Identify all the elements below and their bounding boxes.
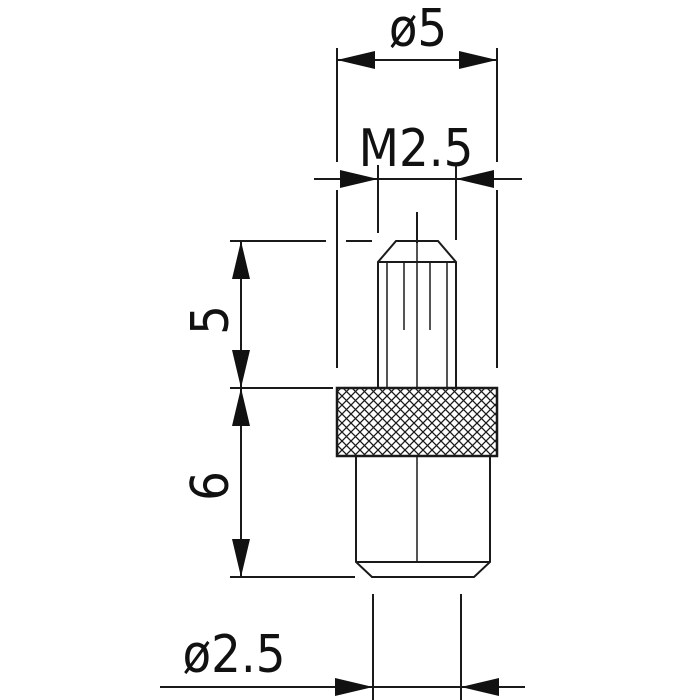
dim-outer-diameter: ø5 <box>336 0 498 162</box>
dim-shank-diameter: ø2.5 <box>160 594 525 700</box>
construction-lines <box>336 190 498 368</box>
arrow-6-bottom <box>232 539 250 577</box>
arrow-right <box>456 170 494 188</box>
arrow-left <box>335 678 373 696</box>
body-length-label: 6 <box>181 471 241 501</box>
knurled-collar <box>335 386 499 458</box>
part <box>335 240 499 578</box>
dim-vertical: 5 6 <box>181 240 372 578</box>
dim-thread: M2.5 <box>314 119 522 240</box>
arrow-6-top <box>232 388 250 426</box>
shank-diameter-label: ø2.5 <box>183 625 286 685</box>
arrow-left <box>337 51 375 69</box>
arrow-right <box>461 678 499 696</box>
arrow-5-top <box>232 241 250 279</box>
arrow-left <box>340 170 378 188</box>
pin-outline <box>377 240 457 388</box>
arrow-right <box>459 51 497 69</box>
outer-diameter-label: ø5 <box>389 0 447 59</box>
arrow-5-bottom <box>232 350 250 388</box>
body-outline <box>355 456 491 578</box>
tip-length-label: 5 <box>181 305 241 335</box>
